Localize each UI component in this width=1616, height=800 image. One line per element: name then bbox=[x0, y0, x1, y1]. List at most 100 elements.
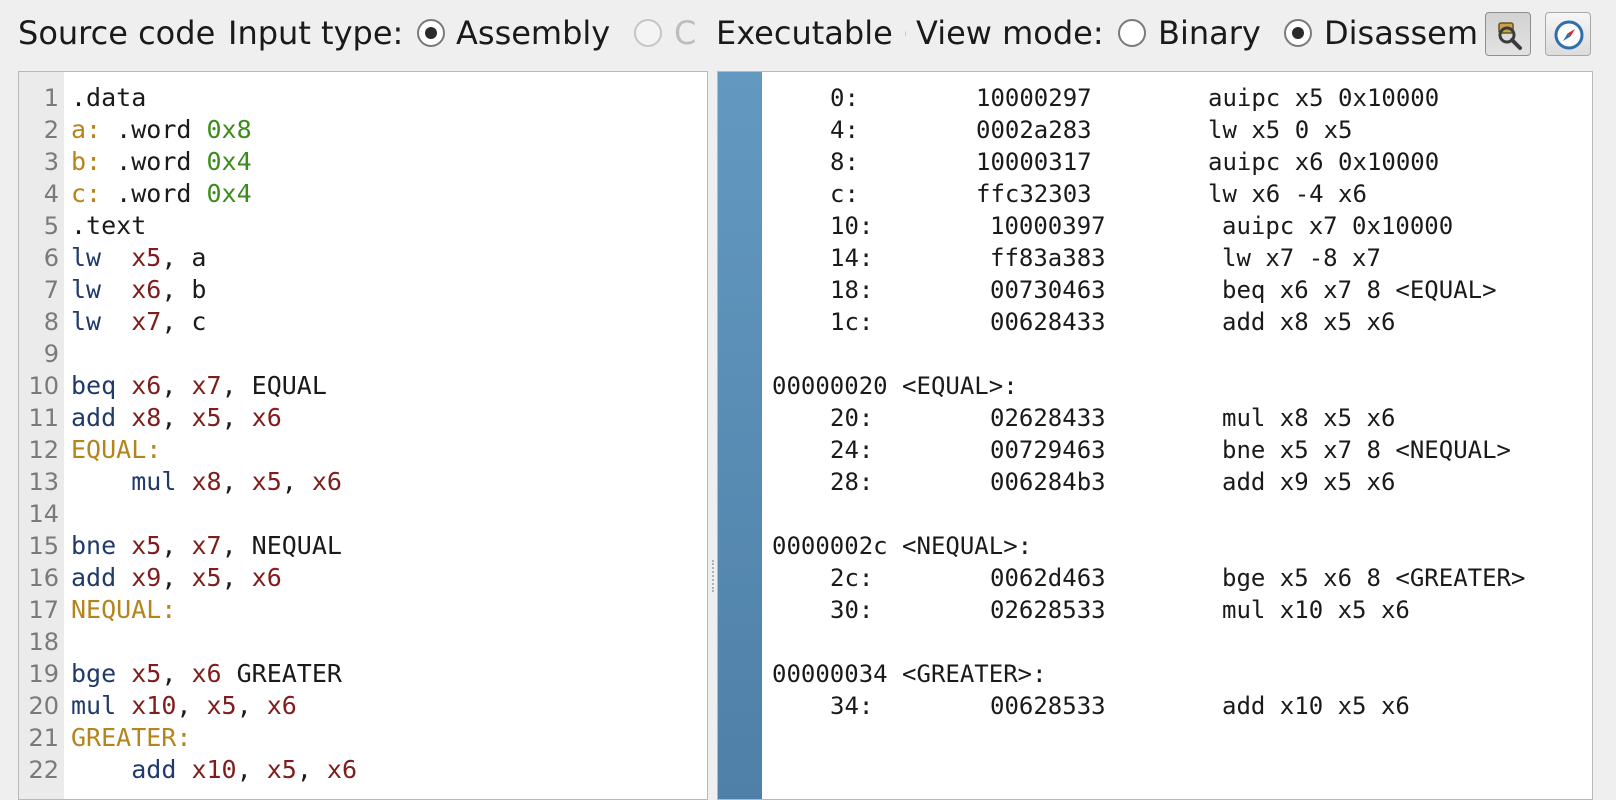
view-mode-binary-radio[interactable] bbox=[1118, 19, 1146, 47]
code-token: x6 bbox=[326, 755, 358, 784]
code-token: bge bbox=[71, 659, 117, 688]
code-token: , bbox=[236, 755, 267, 784]
code-token: GREATER bbox=[221, 659, 342, 688]
compass-icon bbox=[1554, 20, 1584, 50]
instruction-mnemonic: auipc x7 0x10000 bbox=[1222, 212, 1454, 240]
code-token: , bbox=[296, 755, 327, 784]
inspect-tool-icon bbox=[1498, 22, 1522, 50]
input-type-assembly-label[interactable]: Assembly bbox=[456, 14, 611, 52]
code-line[interactable]: 13 mul x8, x5, x6 bbox=[19, 466, 357, 498]
code-line[interactable]: 14 bbox=[19, 498, 357, 530]
code-token: .text bbox=[71, 211, 147, 240]
view-mode-disassembly-radio[interactable] bbox=[1284, 19, 1312, 47]
code-token: x5 bbox=[251, 467, 282, 496]
line-number: 18 bbox=[28, 628, 59, 656]
code-token: a: bbox=[71, 115, 102, 144]
code-token: lw bbox=[71, 275, 102, 304]
instruction-address: 30: bbox=[830, 596, 874, 624]
line-number: 4 bbox=[43, 180, 59, 208]
instruction-mnemonic: lw x7 -8 x7 bbox=[1222, 244, 1381, 272]
code-token: x10 bbox=[131, 691, 177, 720]
code-token: mul bbox=[71, 691, 117, 720]
code-token: .word bbox=[101, 179, 207, 208]
code-line[interactable]: 22 add x10, x5, x6 bbox=[19, 754, 357, 786]
compass-button[interactable] bbox=[1545, 12, 1591, 56]
code-token bbox=[116, 403, 131, 432]
instruction-mnemonic: auipc x5 0x10000 bbox=[1208, 84, 1440, 112]
code-token: , bbox=[281, 467, 312, 496]
code-token bbox=[176, 755, 191, 784]
disassembly-label-row: 0000002c <NEQUAL>: bbox=[772, 530, 1572, 562]
input-type-label: Input type: bbox=[228, 14, 404, 52]
code-token: , bbox=[221, 563, 252, 592]
code-text: b: .word 0x4 bbox=[59, 146, 252, 178]
instruction-mnemonic: auipc x6 0x10000 bbox=[1208, 148, 1440, 176]
line-number: 11 bbox=[28, 404, 59, 432]
line-number: 6 bbox=[43, 244, 59, 272]
disassembly-label-row: 00000020 <EQUAL>: bbox=[772, 370, 1572, 402]
code-line[interactable]: 1.data bbox=[19, 82, 357, 114]
instruction-hex: 0062d463 bbox=[990, 564, 1106, 592]
input-type-c-radio[interactable] bbox=[634, 19, 662, 47]
instruction-mnemonic: lw x6 -4 x6 bbox=[1208, 180, 1367, 208]
code-token: x5 bbox=[206, 691, 237, 720]
instruction-mnemonic: bge x5 x6 8 <GREATER> bbox=[1222, 564, 1526, 592]
code-text: .text bbox=[59, 210, 146, 242]
line-number: 20 bbox=[28, 692, 59, 720]
instruction-address: 14: bbox=[830, 244, 874, 272]
instruction-hex: 0002a283 bbox=[976, 116, 1092, 144]
instruction-address: 28: bbox=[830, 468, 874, 496]
code-token: , bbox=[176, 691, 207, 720]
code-line[interactable]: 9 bbox=[19, 338, 357, 370]
input-type-c-label[interactable]: C bbox=[674, 14, 697, 52]
code-line[interactable]: 5.text bbox=[19, 210, 357, 242]
view-mode-disassembly-label[interactable]: Disassembly bbox=[1324, 14, 1476, 52]
instruction-address: 10: bbox=[830, 212, 874, 240]
instruction-address: 34: bbox=[830, 692, 874, 720]
line-number: 21 bbox=[28, 724, 59, 752]
code-text: bge x5, x6 GREATER bbox=[59, 658, 342, 690]
code-text: lw x5, a bbox=[59, 242, 206, 274]
code-text bbox=[59, 498, 71, 530]
code-token bbox=[116, 563, 131, 592]
instruction-address: 18: bbox=[830, 276, 874, 304]
disassembly-instruction-row: 14: ff83a383 lw x7 -8 x7 bbox=[772, 242, 1572, 274]
input-type-executable-label[interactable]: Executable ( bbox=[716, 14, 906, 52]
instruction-mnemonic: add x10 x5 x6 bbox=[1222, 692, 1410, 720]
input-type-assembly-radio[interactable] bbox=[417, 19, 445, 47]
code-text: EQUAL: bbox=[59, 434, 161, 466]
instruction-mnemonic: mul x8 x5 x6 bbox=[1222, 404, 1396, 432]
code-line[interactable]: 18 bbox=[19, 626, 357, 658]
line-number: 22 bbox=[28, 756, 59, 784]
inspect-tool-button[interactable] bbox=[1485, 12, 1531, 56]
instruction-hex: ff83a383 bbox=[990, 244, 1106, 272]
line-number: 19 bbox=[28, 660, 59, 688]
pane-splitter-handle[interactable] bbox=[712, 560, 714, 592]
instruction-hex: 10000297 bbox=[976, 84, 1092, 112]
code-text: GREATER: bbox=[59, 722, 191, 754]
code-token: , NEQUAL bbox=[221, 531, 342, 560]
view-mode-label: View mode: bbox=[916, 14, 1104, 52]
view-mode-binary-label[interactable]: Binary bbox=[1158, 14, 1261, 52]
code-token: , EQUAL bbox=[221, 371, 327, 400]
